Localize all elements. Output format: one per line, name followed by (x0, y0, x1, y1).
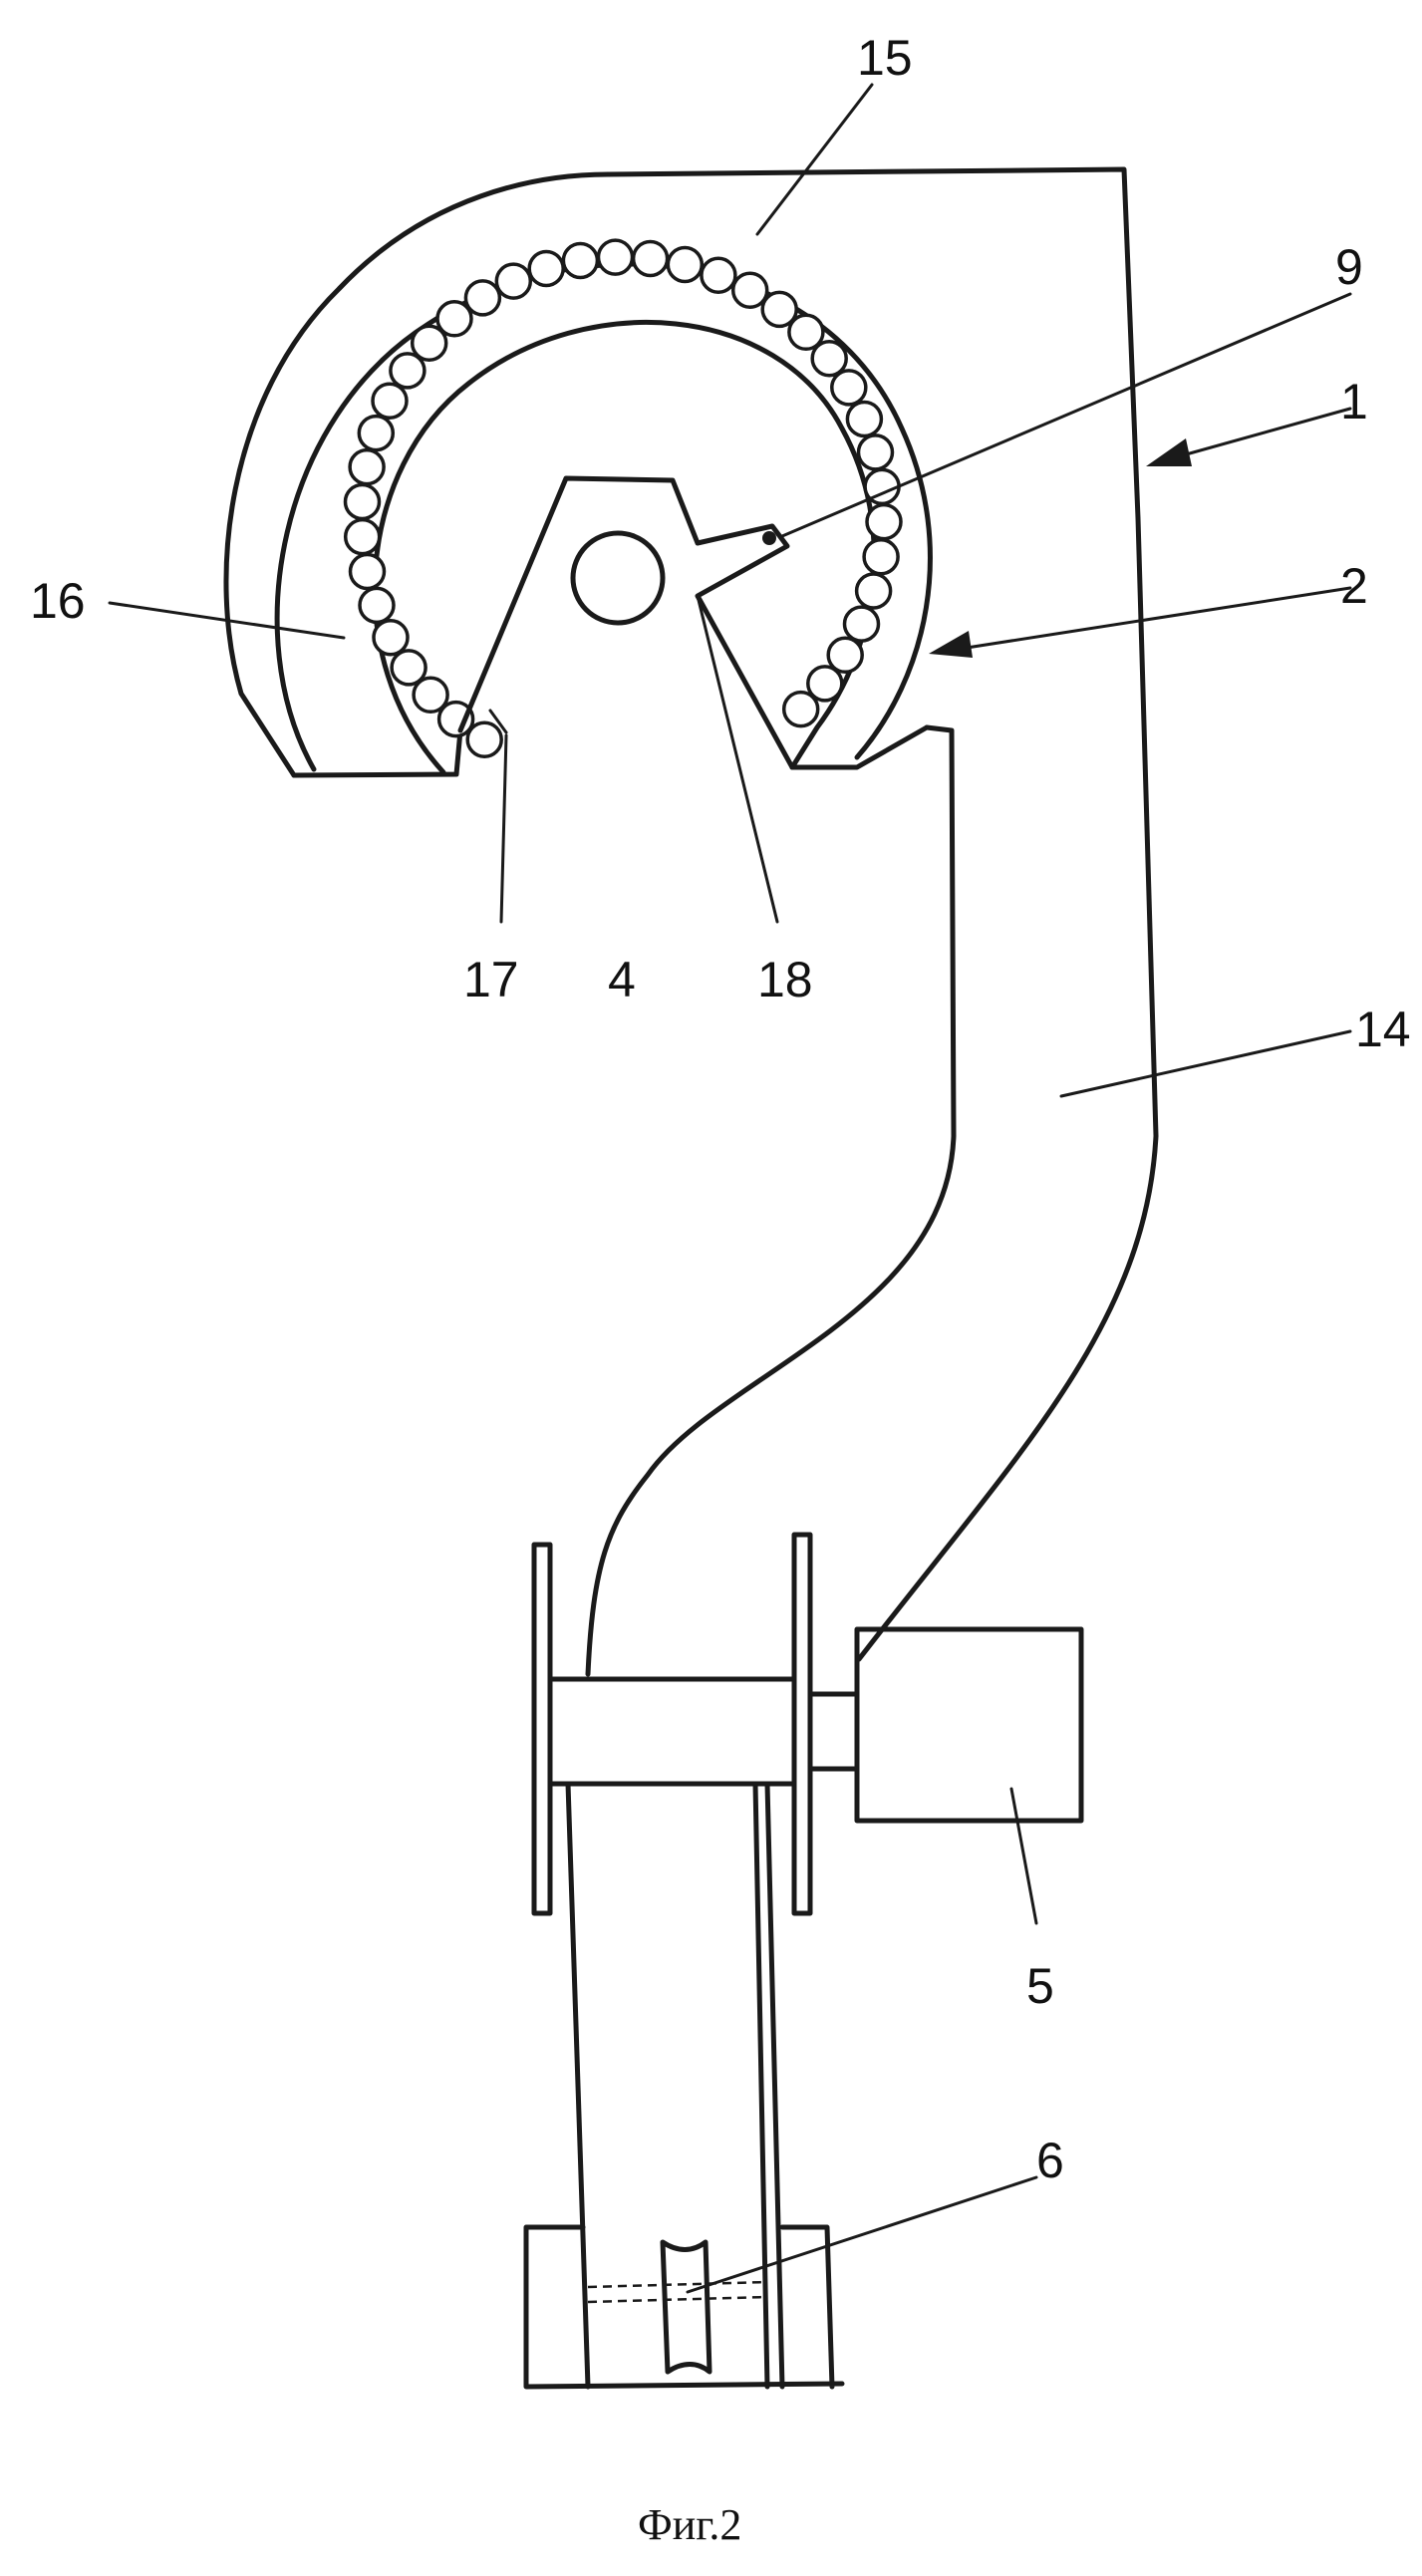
leader-6 (686, 2175, 1038, 2294)
ball (494, 262, 533, 300)
label-6: 6 (1036, 2133, 1064, 2188)
ball (371, 382, 409, 420)
hub-body (547, 1676, 797, 1787)
ball (842, 605, 881, 643)
ball (435, 300, 473, 338)
leader-5 (1009, 1787, 1038, 1925)
ball (845, 400, 884, 438)
roller-axle-top (587, 2280, 768, 2289)
ball (372, 618, 410, 657)
ball (463, 279, 502, 317)
ball (343, 482, 382, 521)
ball (781, 690, 820, 728)
label-9: 9 (1335, 239, 1363, 295)
ball (412, 676, 449, 715)
ball (666, 245, 705, 284)
slot-edge-17 (488, 709, 508, 734)
ball (436, 700, 475, 738)
ball (856, 433, 895, 471)
leader-18 (696, 594, 779, 924)
leader-2 (933, 586, 1352, 655)
arrowhead-2 (929, 631, 973, 658)
ball (806, 665, 844, 703)
leader-16 (108, 601, 346, 640)
label-16: 16 (30, 573, 86, 629)
label-17: 17 (463, 952, 519, 1007)
ball (787, 313, 825, 352)
ball (854, 572, 893, 610)
ball (862, 537, 900, 576)
figure-caption: Фиг.2 (638, 2500, 741, 2549)
ball (730, 271, 769, 309)
label-1: 1 (1340, 374, 1368, 429)
leader-9 (780, 292, 1352, 538)
arm-inner-edge (585, 724, 957, 1677)
label-4: 4 (608, 952, 636, 1007)
ball (348, 552, 387, 591)
label-15: 15 (857, 30, 913, 86)
ball (561, 241, 600, 280)
coupling (807, 1691, 860, 1772)
base-bracket (523, 2224, 845, 2390)
ball (410, 324, 448, 362)
ball (631, 239, 670, 278)
latch-pin (762, 531, 776, 545)
ball (760, 290, 798, 329)
ball (700, 256, 737, 294)
ball (348, 447, 386, 486)
leader-14 (1059, 1029, 1352, 1098)
ball (358, 586, 396, 625)
ball (357, 414, 396, 452)
ball (826, 636, 864, 675)
column-right-inner (764, 1781, 785, 2390)
roller-axle-bottom (587, 2295, 768, 2304)
ball (596, 238, 635, 276)
ball (390, 649, 427, 687)
leader-17 (499, 733, 508, 924)
housing-bottom-right (789, 724, 930, 770)
shaft-circle (570, 530, 666, 626)
base-roller (660, 2239, 712, 2375)
label-5: 5 (1026, 1958, 1054, 2014)
housing-outline (223, 166, 1159, 1662)
ball (527, 249, 565, 288)
column-right (752, 1781, 770, 2390)
housing-bottom-left (291, 727, 463, 778)
ball (830, 369, 868, 407)
ball-ring (343, 238, 903, 758)
column-left (565, 1781, 591, 2390)
motor-box (854, 1626, 1084, 1824)
arrowhead-1 (1146, 438, 1192, 466)
label-2: 2 (1340, 558, 1368, 614)
disc-v-slot (457, 475, 795, 770)
label-18: 18 (757, 952, 813, 1007)
ball (465, 720, 503, 758)
label-14: 14 (1355, 1002, 1411, 1057)
ball (865, 502, 903, 541)
ball (343, 517, 382, 556)
ball (810, 339, 848, 378)
ball (389, 352, 427, 390)
leader-15 (755, 83, 874, 236)
